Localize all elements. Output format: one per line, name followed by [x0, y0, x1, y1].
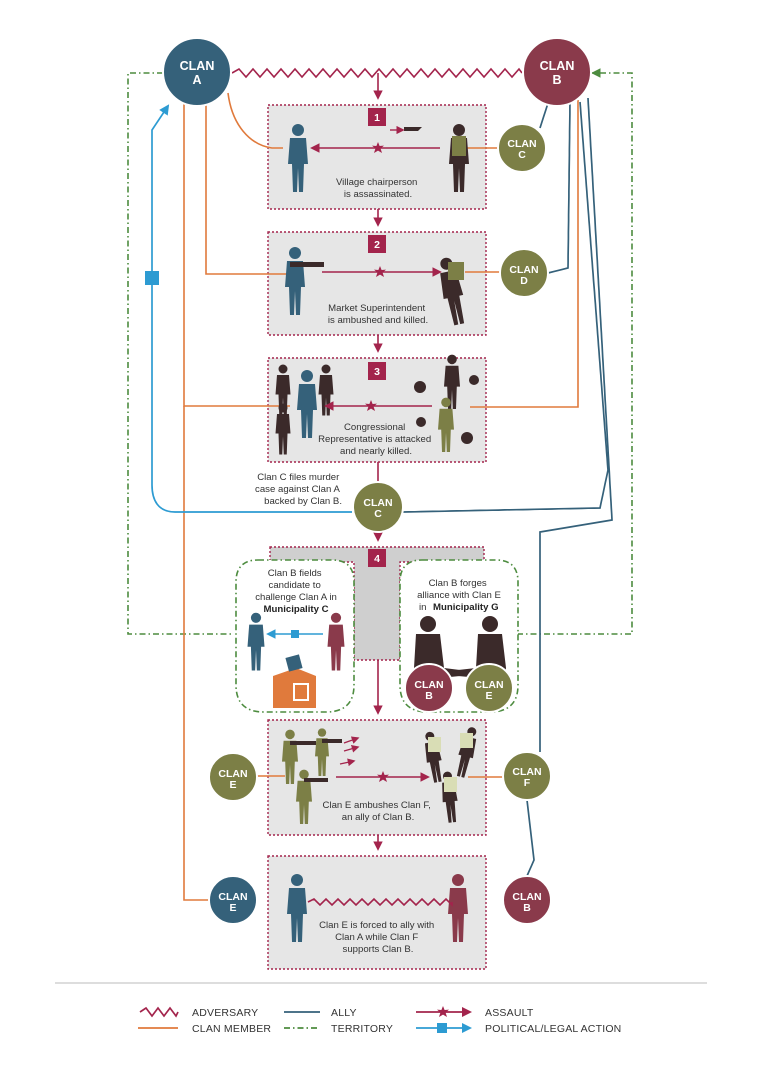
- ballot-box-icon: [273, 654, 316, 708]
- clan-member-lines-right: [255, 100, 579, 778]
- panel-3-caption: Congressional Representative is attacked…: [318, 422, 434, 457]
- legend-ally: ALLY: [331, 1007, 357, 1019]
- territory-line: [127, 72, 633, 635]
- ally-line-f-b: [526, 799, 535, 877]
- legend-clan-member: CLAN MEMBER: [192, 1023, 271, 1035]
- panel-5-caption: Clan E ambushes Clan F, an ally of Clan …: [323, 800, 434, 823]
- panels: [267, 104, 487, 970]
- legal-action-line: [145, 104, 352, 513]
- panel-6-content: Clan E is forced to ally with Clan A whi…: [287, 874, 468, 955]
- clan-member-lines-a: [183, 92, 290, 901]
- panel-4-right-municipality: Municipality G: [433, 602, 499, 613]
- panel-3-content: 3 Congressional Representative is attack…: [275, 354, 479, 457]
- panel-1-caption: Village chairperson is assassinated.: [336, 177, 420, 200]
- panel-2-caption: Market Superintendent is ambushed and ki…: [328, 303, 428, 326]
- ally-line-b-f: [539, 97, 613, 752]
- panel-1-content: 1 Village chairperson is assassinated.: [288, 108, 469, 200]
- legend-legal: POLITICAL/LEGAL ACTION: [485, 1023, 621, 1035]
- legend-adversary: ADVERSARY: [192, 1007, 258, 1019]
- panel-4-number: 4: [374, 553, 380, 565]
- panel-3-number: 3: [374, 366, 380, 378]
- panel-4-t-shape: [269, 546, 485, 661]
- legend: ADVERSARY CLAN MEMBER ALLY TERRITORY ASS…: [138, 1006, 621, 1035]
- legend-adversary-swatch: [139, 1006, 179, 1018]
- legal-note: Clan C files murder case against Clan A …: [255, 472, 342, 507]
- ally-line-b-c2: [402, 101, 609, 513]
- svg-text:in: in: [419, 602, 426, 613]
- panel-1-number: 1: [374, 112, 380, 124]
- panel-4-right-caption: Clan B forges alliance with Clan E: [417, 578, 501, 601]
- panel-5-content: Clan E ambushes Clan F, an ally of Clan …: [282, 725, 481, 824]
- panel-2-number: 2: [374, 239, 380, 251]
- panel-6-caption: Clan E is forced to ally with Clan A whi…: [319, 920, 437, 955]
- panel-4-left-municipality: Municipality C: [263, 604, 328, 615]
- legend-territory: TERRITORY: [331, 1023, 393, 1035]
- panel-2-content: 2 Market Superintendent is ambushed and …: [285, 235, 470, 327]
- ally-line-b-d: [547, 101, 571, 274]
- panel-4-left-caption: Clan B fields candidate to challenge Cla…: [255, 568, 337, 603]
- adversary-line-panel-6: [307, 897, 453, 907]
- adversary-line-a-b: [231, 67, 523, 79]
- legend-assault: ASSAULT: [485, 1007, 534, 1019]
